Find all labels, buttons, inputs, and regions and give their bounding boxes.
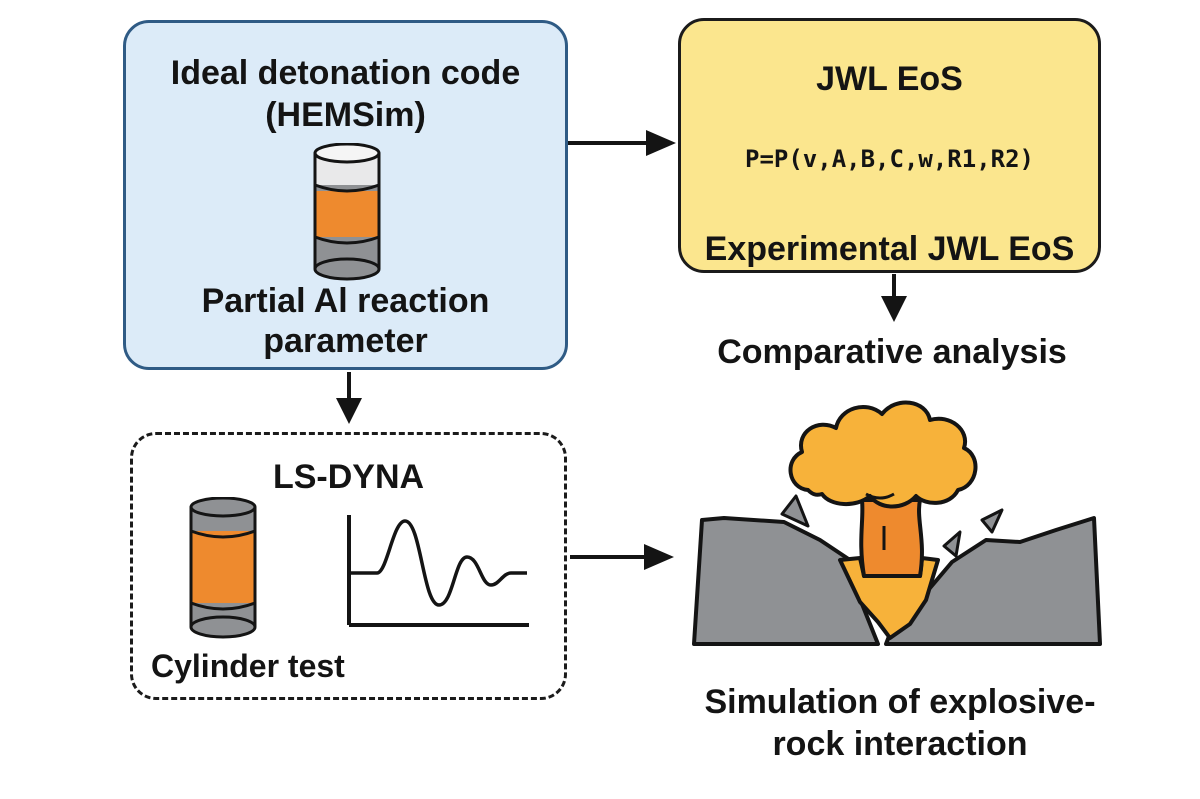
explosion-rock-icon	[692, 400, 1102, 646]
arrow-hemsim-to-lsdyna	[336, 372, 362, 424]
hemsim-label-line2: parameter	[263, 322, 428, 360]
hemsim-title-line1: Ideal detonation code	[170, 54, 521, 92]
jwl-title: JWL EoS	[816, 60, 963, 98]
arrow-hemsim-to-jwl	[568, 130, 676, 156]
lsdyna-box: LS-DYNA Cylinder test	[130, 432, 567, 700]
simulation-label-line1: Simulation of explosive-	[704, 683, 1096, 721]
lsdyna-title: LS-DYNA	[272, 458, 425, 496]
cylinder-icon	[189, 497, 257, 639]
hemsim-box: Ideal detonation code (HEMSim) Partial A…	[123, 20, 568, 370]
hemsim-title-line2: (HEMSim)	[265, 96, 426, 134]
hemsim-label-line1: Partial Al reaction	[201, 282, 490, 320]
jwl-eos-box: JWL EoS P=P(v,A,B,C,w,R1,R2) Experimenta…	[678, 18, 1101, 273]
comparative-analysis-label: Comparative analysis	[717, 333, 1067, 371]
simulation-label-line2: rock interaction	[772, 725, 1028, 763]
waveform-plot-icon	[347, 515, 529, 627]
explosive-cylinder-icon	[313, 143, 381, 281]
jwl-equation: P=P(v,A,B,C,w,R1,R2)	[745, 145, 1034, 173]
arrow-jwl-to-comparative	[881, 274, 907, 322]
cylinder-test-label: Cylinder test	[151, 648, 345, 684]
jwl-footer: Experimental JWL EoS	[704, 230, 1075, 268]
arrow-lsdyna-to-simulation	[570, 544, 674, 570]
